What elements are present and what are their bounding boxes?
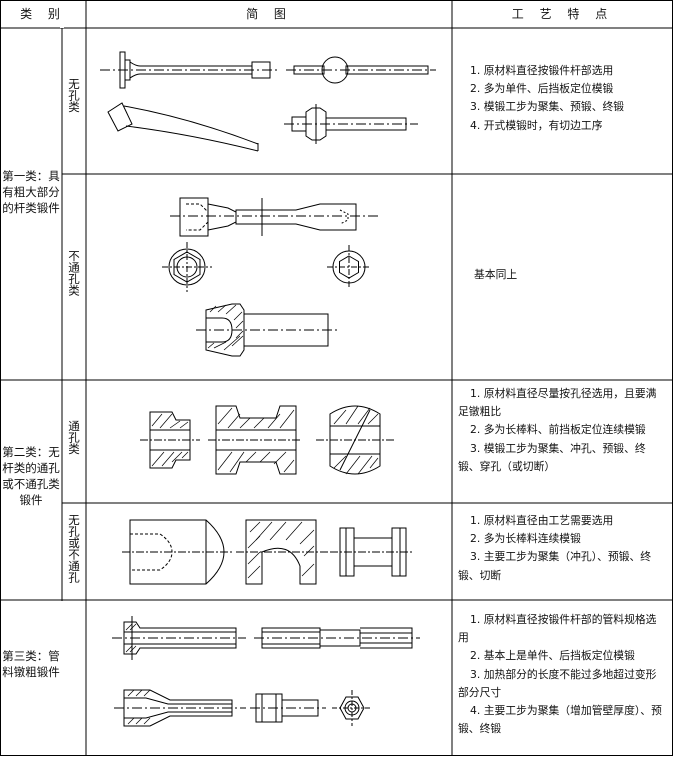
sketch-hex-end-view-left xyxy=(162,242,212,292)
sketch-blind-hole-rod xyxy=(196,303,338,357)
sketch-pipe-hex-end xyxy=(250,693,326,723)
feature-item: 3. 加热部分的长度不能过多地超过变形部分尺寸 xyxy=(458,667,657,699)
feature-item: 1. 原材料直径按锻件杆部选用 xyxy=(470,64,614,77)
feature-item: 2. 多为长棒料连续模锻 xyxy=(470,532,581,546)
features-2b: 1. 原材料直径由工艺需要选用 2. 多为长棒料连续模锻 3. 主要工步为聚集（… xyxy=(458,512,664,585)
sketch-ball-rod xyxy=(286,56,436,84)
feature-item: 基本同上 xyxy=(474,268,518,281)
category-1: 第一类：具有粗大部分的杆类锻件 xyxy=(2,169,60,215)
sketch-through-hole-spool xyxy=(208,405,300,475)
sketch-pipe-taper xyxy=(114,689,246,727)
sketch-double-flange xyxy=(330,527,412,577)
feature-item: 4. 主要工步为聚集（增加管壁厚度）、预锻、终锻 xyxy=(458,704,662,736)
sketch-pipe-upset-right xyxy=(254,627,420,649)
feature-item: 3. 主要工步为聚集（冲孔）、预锻、终锻、切断 xyxy=(458,550,652,582)
feature-item: 1. 原材料直径按锻件杆部的管料规格选用 xyxy=(458,613,657,645)
sketch-hex-end-view-right xyxy=(327,245,371,289)
feature-item: 1. 原材料直径由工艺需要选用 xyxy=(470,514,614,527)
header-category: 类 别 xyxy=(20,7,66,21)
sketch-collar-rod xyxy=(284,104,418,144)
sketch-hex-nut-end-view xyxy=(332,690,372,726)
subcategory-2b: 无孔或不通孔 xyxy=(67,514,81,583)
features-1a: 1. 原材料直径按锻件杆部选用 2. 多为单件、后挡板定位模锻 3. 模锻工步为… xyxy=(470,62,666,135)
feature-item: 2. 多为长棒料、前挡板定位连续模锻 xyxy=(470,423,646,437)
sketch-pipe-flange-left xyxy=(112,616,246,660)
header-sketch: 简 图 xyxy=(246,7,292,21)
header-features: 工 艺 特 点 xyxy=(511,7,614,21)
sketch-curved-rod xyxy=(107,102,259,152)
sketch-hex-head-rod xyxy=(170,197,378,237)
feature-item: 4. 开式模锻时，有切边工序 xyxy=(470,118,603,132)
sketch-through-hole-small xyxy=(140,411,200,469)
category-2: 第二类：无杆类的通孔或不通孔类锻件 xyxy=(2,445,60,507)
sketch-dome-blind xyxy=(122,519,232,585)
feature-item: 2. 基本上是单件、后挡板定位模锻 xyxy=(470,649,635,663)
subcategory-2a: 通孔类 xyxy=(67,420,81,455)
feature-item: 3. 模锻工步为聚集、预锻、终锻 xyxy=(470,100,625,114)
feature-item: 2. 多为单件、后挡板定位模锻 xyxy=(470,82,614,96)
features-1b: 基本同上 xyxy=(474,266,664,284)
sketch-bolt-rod xyxy=(100,51,280,89)
sketch-blind-cup xyxy=(236,519,330,585)
sketch-through-hole-sphere xyxy=(316,405,394,475)
subcategory-1a: 无孔类 xyxy=(67,78,81,113)
subcategory-1b: 不通孔类 xyxy=(67,250,81,296)
feature-item: 1. 原材料直径尽量按孔径选用，且要满足镦粗比 xyxy=(458,387,657,419)
features-3: 1. 原材料直径按锻件杆部的管料规格选用 2. 基本上是单件、后挡板定位模锻 3… xyxy=(458,611,664,738)
feature-item: 3. 模锻工步为聚集、冲孔、预锻、终锻、穿孔（或切断） xyxy=(458,441,646,473)
features-2a: 1. 原材料直径尽量按孔径选用，且要满足镦粗比 2. 多为长棒料、前挡板定位连续… xyxy=(458,385,664,476)
category-3: 第三类：管料镦粗锻件 xyxy=(2,649,60,679)
